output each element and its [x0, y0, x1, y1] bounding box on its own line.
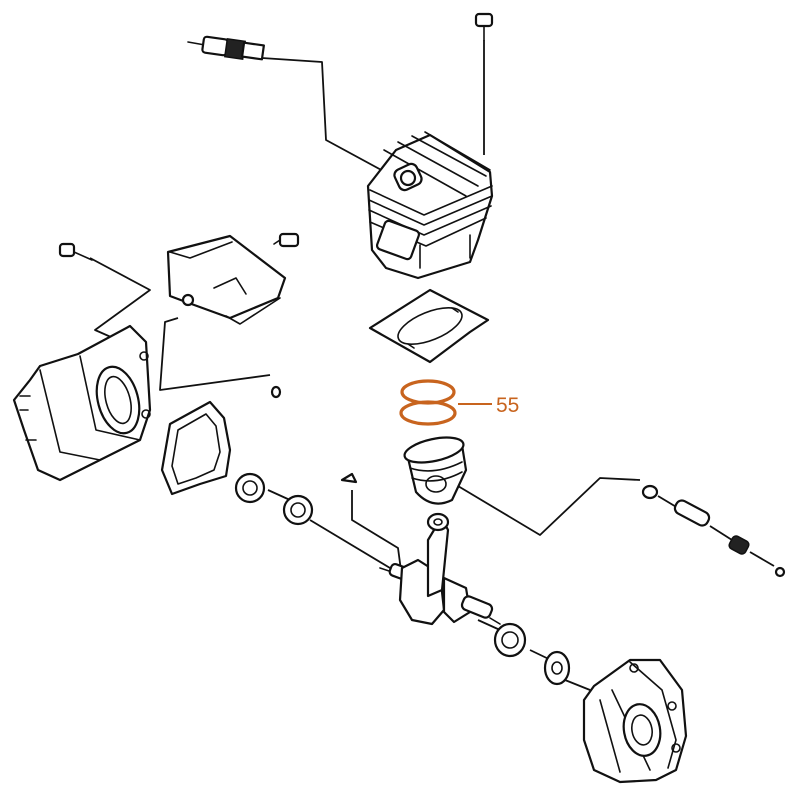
callout-55: 55	[458, 394, 519, 417]
cylinder	[366, 131, 494, 280]
woodruff-key	[340, 472, 358, 484]
callout-label: 55	[496, 394, 519, 417]
baffle-plate	[166, 234, 287, 325]
crankcase-gasket	[160, 400, 232, 496]
oil-seals	[234, 472, 571, 686]
piston-rings	[399, 379, 457, 426]
cylinder-screw	[474, 12, 494, 41]
spark-plug	[187, 35, 265, 61]
dowel-pin	[270, 385, 282, 399]
crankcase-bolt	[58, 242, 93, 261]
wrist-pin-set	[641, 484, 786, 578]
piston-ring-lower	[399, 400, 457, 426]
cylinder-gasket	[368, 288, 490, 364]
piston-ring-upper	[400, 379, 456, 405]
crankcase-left	[12, 324, 152, 482]
leader-lines	[89, 40, 775, 691]
piston	[403, 436, 468, 505]
crankshaft	[379, 512, 501, 626]
baffle-screw	[273, 232, 300, 248]
crankcase-right	[582, 658, 688, 784]
